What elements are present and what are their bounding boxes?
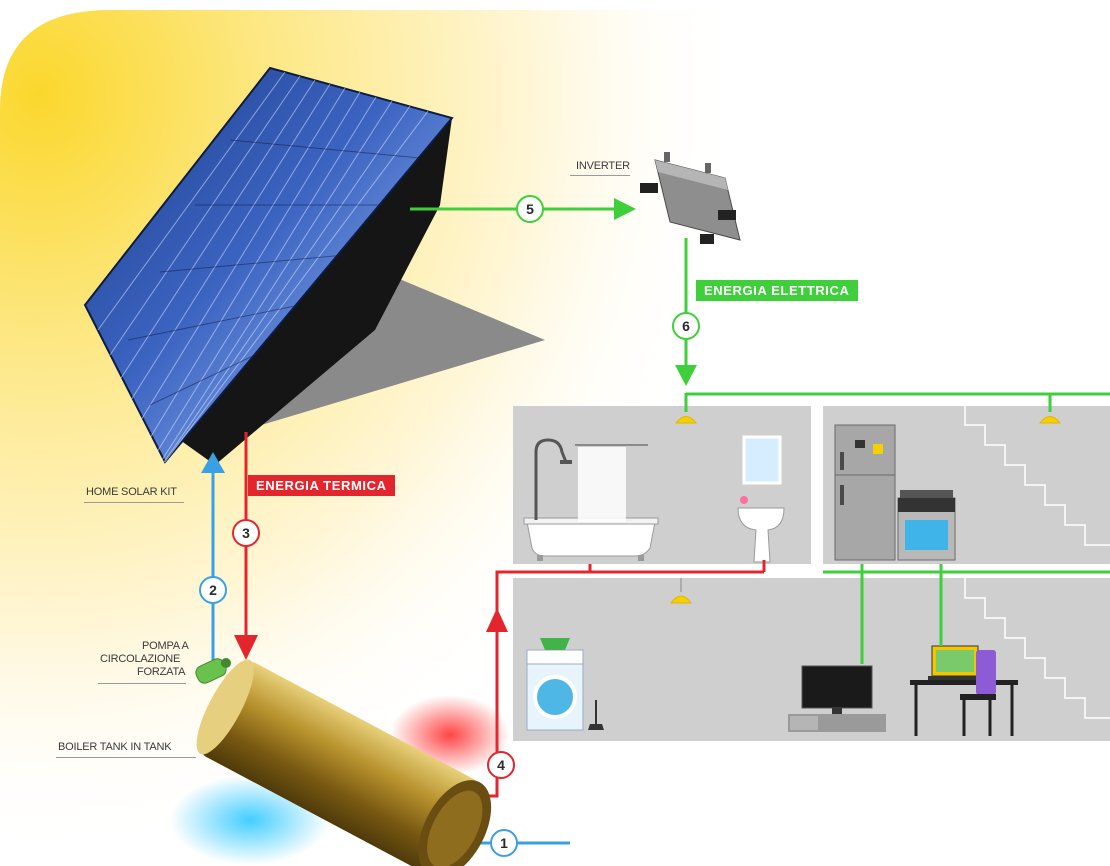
lamp-kitchen xyxy=(1038,416,1062,424)
boiler-label: BOILER TANK IN TANK xyxy=(58,741,172,753)
step-badge-5: 5 xyxy=(516,195,544,223)
boiler-label-line xyxy=(56,757,196,758)
arrow-to-house xyxy=(675,365,697,386)
stairs-upper xyxy=(964,406,1110,546)
sink xyxy=(737,435,785,563)
washing-machine xyxy=(526,638,604,731)
desk xyxy=(910,645,1018,736)
arrow-to-inverter xyxy=(614,198,636,220)
house xyxy=(513,393,1110,741)
pump-label-line3: FORZATA xyxy=(137,666,186,678)
solar-panel xyxy=(83,66,545,465)
oven xyxy=(897,490,956,561)
electric-energy-tag: ENERGIA ELETTRICA xyxy=(696,280,858,301)
lamp-laundry xyxy=(670,595,692,604)
pump-label-line1: POMPA A xyxy=(142,640,189,652)
bathtub xyxy=(523,438,659,561)
arrow-to-tank xyxy=(234,635,258,660)
inverter-device xyxy=(640,152,741,244)
boiler-tank xyxy=(170,659,510,866)
tv xyxy=(788,665,886,732)
step-badge-2: 2 xyxy=(199,576,227,604)
inverter-label-line xyxy=(570,175,630,176)
lamp-bathroom xyxy=(674,416,698,424)
pump xyxy=(195,658,231,684)
step-badge-3: 3 xyxy=(232,519,260,547)
inverter-label: INVERTER xyxy=(576,160,630,172)
thermal-energy-tag: ENERGIA TERMICA xyxy=(248,475,395,496)
pump-label-line xyxy=(98,683,186,684)
arrow-to-house-up xyxy=(486,608,508,632)
fridge xyxy=(834,424,896,561)
step-badge-1: 1 xyxy=(490,829,518,857)
electric-lines xyxy=(410,207,1110,664)
step-badge-6: 6 xyxy=(672,312,700,340)
stairs-lower xyxy=(964,578,1110,719)
pump-label-line2: CIRCOLAZIONE xyxy=(100,653,181,665)
step-badge-4: 4 xyxy=(487,751,515,779)
home-solar-kit-label: HOME SOLAR KIT xyxy=(86,486,177,498)
arrow-to-panel xyxy=(201,452,225,473)
home-solar-kit-label-line xyxy=(84,502,184,503)
